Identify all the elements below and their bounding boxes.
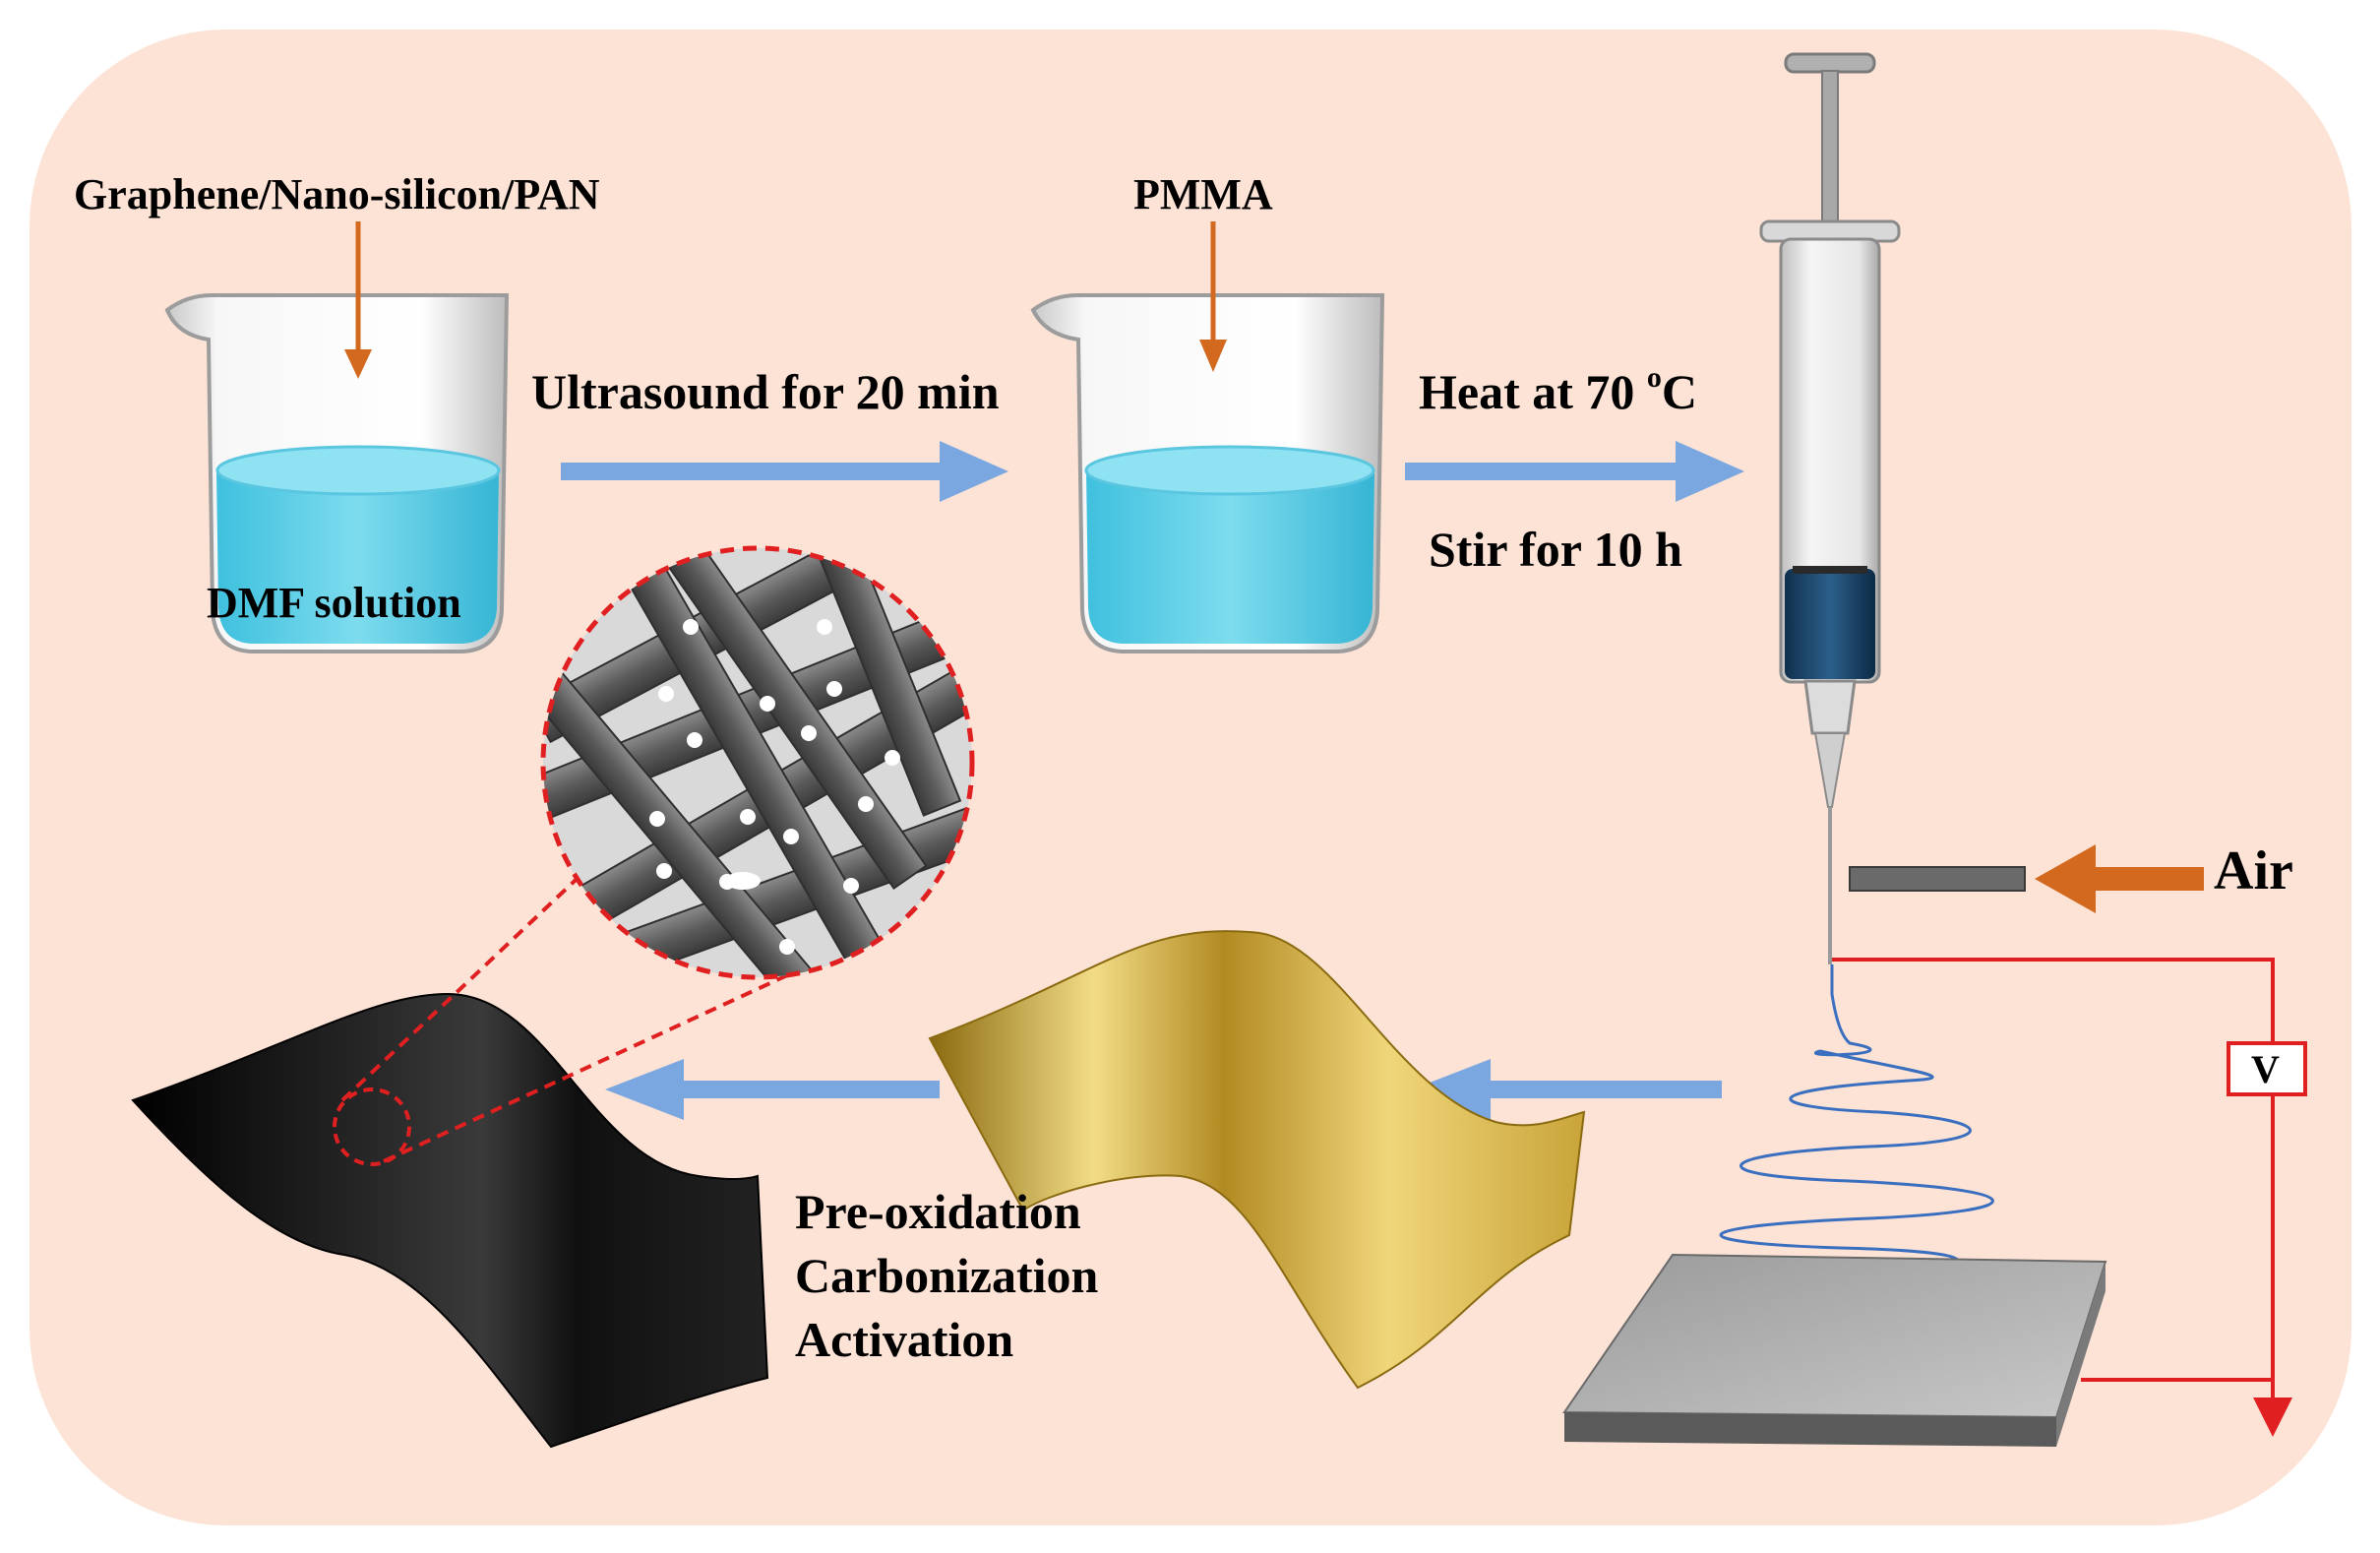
voltage-circuit: [1832, 958, 2292, 1437]
air-nozzle: [1849, 866, 2026, 892]
beaker-pmma: [1030, 293, 1385, 653]
arrow-ultrasound: [561, 441, 1008, 502]
collector-plate: [1562, 1253, 2107, 1447]
arrow-to-gold: [1412, 1059, 1722, 1120]
ultrasound-label: Ultrasound for 20 min: [531, 364, 1000, 419]
precursor-fiber-mat: [928, 930, 1586, 1390]
heat-label: Heat at 70 oC: [1419, 361, 1697, 419]
arrow-to-carbon: [605, 1059, 940, 1120]
step-carbonization: Carbonization: [795, 1248, 1099, 1303]
dmf-label: DMF solution: [207, 579, 461, 627]
voltage-label: V: [2251, 1047, 2280, 1091]
stir-label: Stir for 10 h: [1429, 522, 1682, 577]
beaker-dmf: [164, 293, 510, 653]
precursor-label: Graphene/Nano-silicon/PAN: [74, 170, 600, 218]
voltage-box: [2227, 1041, 2307, 1096]
syringe: [1759, 52, 1901, 964]
zoom-target-circle: [333, 1087, 411, 1166]
zoom-line-upper: [340, 864, 592, 1102]
pmma-label: PMMA: [1133, 170, 1273, 218]
step-preoxidation: Pre-oxidation: [795, 1184, 1081, 1239]
carbon-nanofiber-film: [131, 992, 769, 1449]
step-activation: Activation: [795, 1312, 1013, 1367]
air-label: Air: [2214, 840, 2293, 901]
air-arrow: [2035, 844, 2204, 913]
arrow-heat-stir: [1405, 441, 1744, 502]
